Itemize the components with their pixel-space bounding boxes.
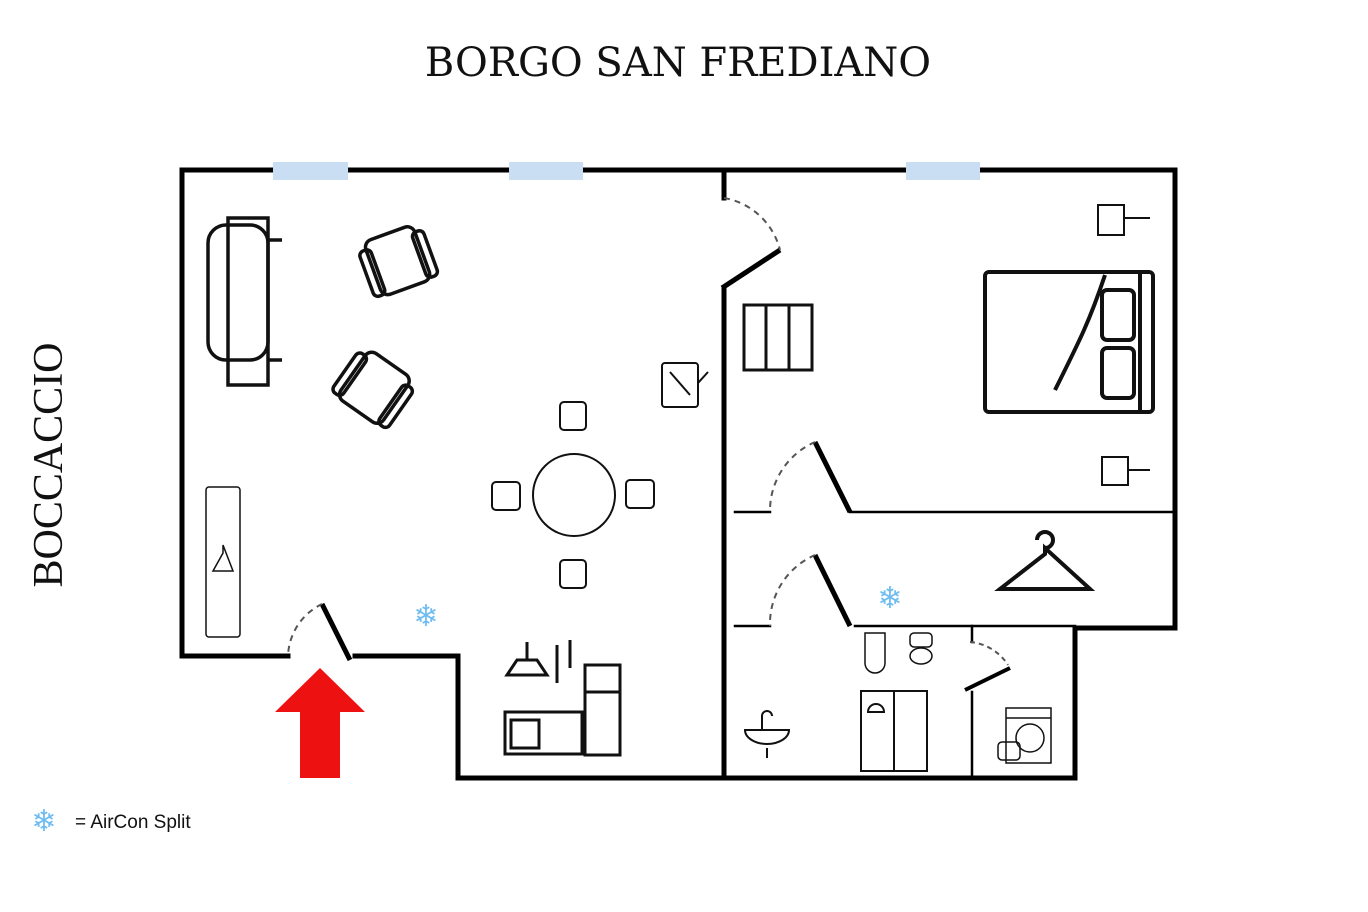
outer-wall-left xyxy=(179,167,291,659)
washing-machine-icon xyxy=(997,707,1052,764)
walls xyxy=(179,167,1178,781)
coat-rack-icon xyxy=(205,486,241,638)
bathroom-door xyxy=(768,553,853,628)
window xyxy=(509,162,583,180)
laundry-door xyxy=(964,641,1011,692)
shower-icon xyxy=(860,690,928,772)
bed-icon xyxy=(983,270,1155,414)
armchair-icon xyxy=(358,225,440,299)
street-top-label: BORGO SAN FREDIANO xyxy=(425,40,931,86)
bedroom-door xyxy=(768,440,853,514)
chair-icon xyxy=(491,401,655,589)
window xyxy=(273,162,348,180)
windows xyxy=(273,162,980,180)
entrance-door xyxy=(287,602,353,662)
wardrobe-icon xyxy=(742,303,814,372)
hanger-icon xyxy=(994,530,1096,591)
kitchen-icon xyxy=(503,640,622,757)
toilet-icon xyxy=(909,632,933,665)
sofa-icon xyxy=(206,216,282,387)
street-left-label: BOCCACCIO xyxy=(26,342,72,587)
entrance-arrow-icon xyxy=(275,668,365,778)
legend-label: = AirCon Split xyxy=(75,812,191,833)
aircon-icon: ❄ xyxy=(877,582,902,615)
sink-icon xyxy=(743,710,791,758)
bedroom-hall-door xyxy=(720,197,782,291)
armchair-icon xyxy=(331,350,415,430)
nightstand-icon xyxy=(1097,204,1150,486)
dining-table-icon xyxy=(532,453,616,537)
tv-icon xyxy=(661,362,709,408)
outer-wall xyxy=(179,167,1178,781)
bidet-icon xyxy=(864,632,886,674)
legend-aircon-icon: ❄ xyxy=(31,805,56,838)
doors xyxy=(287,197,1011,692)
window xyxy=(906,162,980,180)
aircon-icon: ❄ xyxy=(413,600,438,633)
